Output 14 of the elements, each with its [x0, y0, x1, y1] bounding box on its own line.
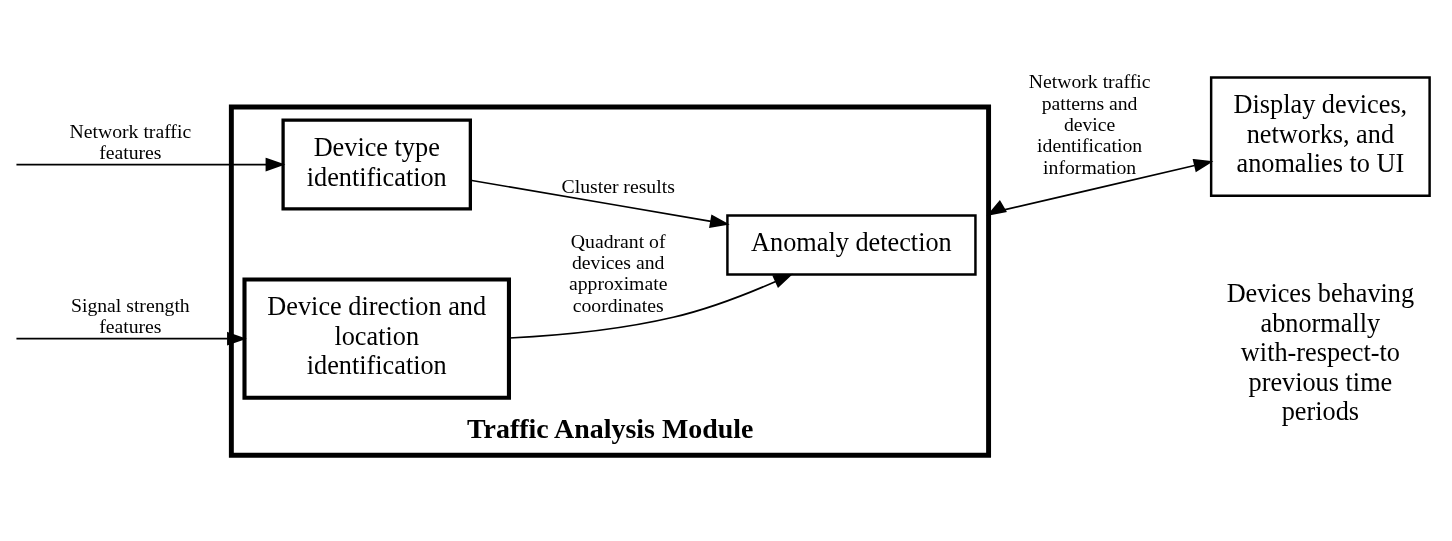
- edge-label: Network traffic patterns and device identification information: [1028, 70, 1151, 178]
- arrow: [469, 179, 730, 229]
- node-box: Anomaly detection: [726, 214, 977, 276]
- label: Devices behaving abnormally with-respect-to previous time periods: [1226, 279, 1415, 427]
- node-box: Display devices, networks, and anomalies to UI: [1209, 76, 1431, 197]
- arrow: [15, 157, 286, 172]
- edge-label: Quadrant of devices and approximate coordinates: [568, 229, 668, 316]
- arrow: [15, 331, 247, 346]
- edge-label: Network traffic features: [69, 119, 192, 163]
- edge-label: Signal strength features: [70, 293, 190, 338]
- node-box: Device type identification: [281, 118, 472, 211]
- arrow: [508, 273, 794, 339]
- node-box: Device direction and location identification: [242, 277, 511, 400]
- edge-label: Cluster results: [561, 175, 675, 198]
